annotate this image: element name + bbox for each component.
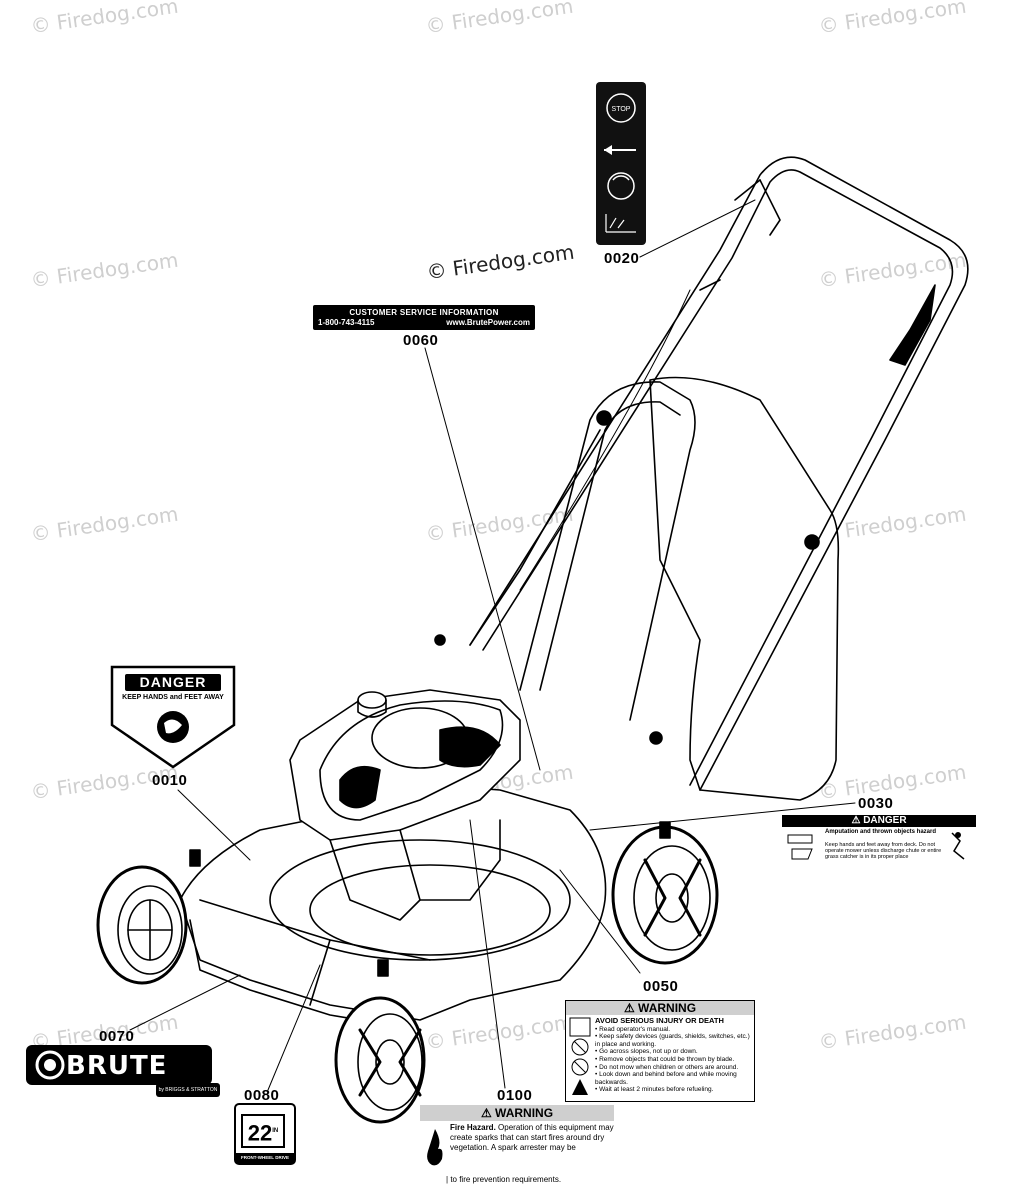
customer-service-phone: 1-800-743-4115 (318, 318, 375, 327)
cable (519, 289, 691, 591)
leader-0070 (129, 974, 241, 1031)
customer-service-decal: CUSTOMER SERVICE INFORMATION 1-800-743-4… (313, 305, 535, 330)
danger-hands-subtitle: KEEP HANDS and FEET AWAY (122, 694, 224, 701)
leader-0010 (177, 789, 251, 861)
warning-fire-text: Operation of this equipment may create s… (450, 1123, 614, 1152)
brute-logo-plate (26, 1045, 212, 1085)
fire-icon (427, 1129, 443, 1166)
danger-objects-line2: Keep hands and feet away from deck. Do n… (825, 842, 942, 860)
deck-size-unit: IN (272, 1128, 279, 1134)
warning-injury-icons (569, 1017, 591, 1095)
deck-size-number: 22IN (241, 1114, 285, 1148)
warning-injury-body: AVOID SERIOUS INJURY OR DEATH • Read ope… (595, 1016, 750, 1094)
oil-cap (357, 691, 387, 709)
leader-0050 (559, 869, 641, 974)
warning-injury-decal: ⚠ WARNING AVOID SERIOUS INJURY OR DEATH … (565, 1000, 755, 1102)
deck-size-footer: FRONT-WHEEL DRIVE (236, 1153, 294, 1163)
leader-0020 (639, 199, 756, 258)
danger-hands-decal-shape (110, 665, 236, 769)
customer-service-url: www.BrutePower.com (446, 318, 530, 327)
warning-injury-item: Read operator's manual. (599, 1025, 671, 1033)
warning-injury-item: Wait at least 2 minutes before refueling… (599, 1086, 714, 1094)
lower-handle (469, 429, 601, 646)
danger-objects-decal: ⚠ DANGER Amputation and thrown objects h… (782, 815, 976, 873)
bag-frame (519, 381, 696, 721)
leader-0100 (469, 819, 506, 1089)
warning-fire-title: Fire Hazard. (450, 1123, 496, 1132)
operator-bail (889, 284, 936, 366)
brute-emblem-icon (35, 1050, 65, 1080)
warning-fire-footer: | to fire prevention requirements. (446, 1175, 562, 1184)
brute-logo-decal: BRUTE by BRIGGS & STRATTON (26, 1045, 222, 1100)
warning-injury-title: AVOID SERIOUS INJURY OR DEATH (595, 1016, 724, 1025)
brute-wordmark: BRUTE (66, 1051, 168, 1081)
warning-injury-header: ⚠ WARNING (566, 1001, 754, 1015)
part-number-0080: 0080 (244, 1087, 280, 1104)
front-wheel-center (334, 996, 426, 1124)
front-wheel-left (96, 865, 188, 985)
danger-objects-line1: Amputation and thrown objects hazard (825, 829, 937, 835)
part-number-0020: 0020 (604, 250, 640, 267)
part-number-0060: 0060 (403, 332, 439, 349)
warning-injury-item: Remove objects that could be thrown by b… (599, 1055, 735, 1063)
grass-bag (649, 376, 840, 801)
leader-0060 (424, 347, 541, 771)
danger-objects-icons (787, 832, 965, 860)
danger-objects-header: ⚠ DANGER (782, 815, 976, 827)
part-number-0070: 0070 (99, 1028, 135, 1045)
stop-label: STOP (612, 106, 631, 113)
leader-0030 (589, 802, 856, 831)
warning-fire-decal: ⚠ WARNING Fire Hazard. Operation of this… (420, 1105, 615, 1184)
part-number-0010: 0010 (152, 772, 188, 789)
warning-injury-item: Look down and behind before and while mo… (595, 1071, 737, 1086)
danger-hands-header: DANGER (125, 674, 221, 691)
danger-hands-decal: DANGER KEEP HANDS and FEET AWAY (108, 663, 238, 771)
upper-handle (469, 156, 969, 791)
rear-wheel-right (611, 825, 719, 965)
throttle-decal: STOP (596, 82, 646, 245)
brute-byline: by BRIGGS & STRATTON (156, 1083, 220, 1097)
customer-service-title: CUSTOMER SERVICE INFORMATION (349, 308, 499, 317)
mower-deck (179, 787, 607, 1021)
part-number-0030: 0030 (858, 795, 894, 812)
warning-fire-body: Fire Hazard. Operation of this equipment… (450, 1123, 615, 1153)
leader-0080 (267, 964, 321, 1091)
warning-injury-item: Keep safety devices (guards, shields, sw… (595, 1033, 750, 1048)
warning-injury-item: Go across slopes, not up or down. (599, 1048, 698, 1056)
part-number-0050: 0050 (643, 978, 679, 995)
warning-injury-item: Do not mow when children or others are a… (599, 1063, 739, 1071)
warning-fire-header: ⚠ WARNING (420, 1105, 614, 1121)
deck-size-badge: 22IN FRONT-WHEEL DRIVE (234, 1103, 296, 1165)
throttle-decal-art: STOP (604, 93, 636, 233)
part-number-0100: 0100 (497, 1087, 533, 1104)
